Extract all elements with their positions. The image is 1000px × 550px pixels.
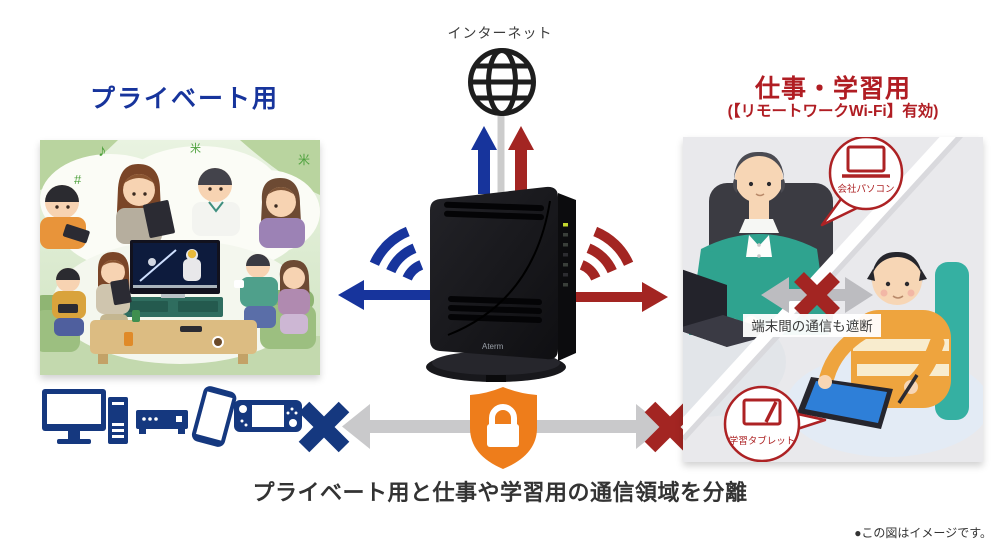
security-shield-icon <box>470 387 537 469</box>
blocked-label-bg <box>743 314 881 337</box>
image-note: ●この図はイメージです。 <box>854 526 992 540</box>
uplink-arrow-private <box>471 126 497 194</box>
wifi-signal-private-icon <box>369 226 424 281</box>
person-boy-phone <box>40 185 90 249</box>
hash-mark-icon: # <box>74 172 82 187</box>
person-girl-tablet <box>96 252 132 334</box>
study-tablet-bubble: 学習タブレット <box>723 385 827 462</box>
block-x-private-icon <box>298 401 350 453</box>
student-figure <box>786 251 983 457</box>
internet-line <box>497 112 505 194</box>
company-pc-bubble: 会社パソコン <box>820 137 904 227</box>
company-pc-label: 会社パソコン <box>837 183 894 195</box>
wifi-signal-work-icon <box>579 226 634 281</box>
person-kid-game <box>52 268 86 336</box>
router-leds <box>563 223 568 287</box>
sparkle-mark2-icon: 米 <box>190 142 201 155</box>
laptop-icon <box>846 145 886 173</box>
blocked-label: 端末間の通信も遮断 <box>751 319 873 334</box>
internet-globe-icon <box>468 48 536 116</box>
tablet-pen-icon <box>742 398 782 426</box>
tv-set <box>123 240 223 317</box>
lan-arrow-private <box>338 280 432 310</box>
smartphone-icon <box>191 386 237 447</box>
router-device: Aterm <box>426 186 576 382</box>
desktop-pc-icon <box>42 389 128 444</box>
router-logo: Aterm <box>482 342 504 351</box>
private-devices <box>42 386 302 447</box>
person-woman-tablet <box>116 164 175 244</box>
private-title: プライベート用 <box>90 85 280 113</box>
person-woman-whisper <box>259 178 305 248</box>
private-illustration: ♪ # 米 米 <box>40 140 320 375</box>
person-woman-couch <box>278 260 310 334</box>
work-subtitle: (【リモートワークWi-Fi】有効) <box>727 103 939 120</box>
game-console-icon <box>234 400 302 432</box>
work-illustration: 端末間の通信も遮断 会社パソコン 学習タブレット <box>683 137 983 462</box>
sparkle-mark-icon: 米 <box>298 153 310 167</box>
living-table <box>90 310 257 364</box>
study-tablet-label: 学習タブレット <box>729 435 796 447</box>
work-title: 仕事・学習用 <box>754 75 911 103</box>
music-note-icon: ♪ <box>98 141 107 160</box>
diagonal-divider-core <box>683 137 956 436</box>
caption: プライベート用と仕事や学習用の通信領域を分離 <box>252 480 748 505</box>
lan-arrow-work <box>572 282 668 312</box>
internet-label: インターネット <box>447 25 553 41</box>
device-block-arrows <box>761 277 873 313</box>
device-block-x-icon <box>794 272 840 318</box>
uplink-arrow-work <box>508 126 534 194</box>
person-man <box>192 168 240 236</box>
media-player-icon <box>136 410 188 434</box>
